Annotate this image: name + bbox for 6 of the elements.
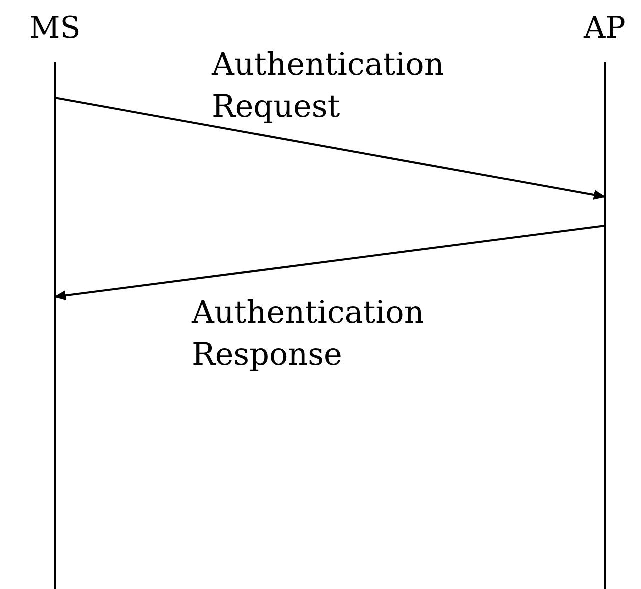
participant-label: AP <box>584 11 626 46</box>
participant-label: MS <box>30 11 81 46</box>
message-arrow <box>54 97 606 200</box>
message-arrow <box>54 225 606 301</box>
message-label: Authentication Request <box>212 46 446 127</box>
message-label: Authentication Response <box>192 294 426 375</box>
